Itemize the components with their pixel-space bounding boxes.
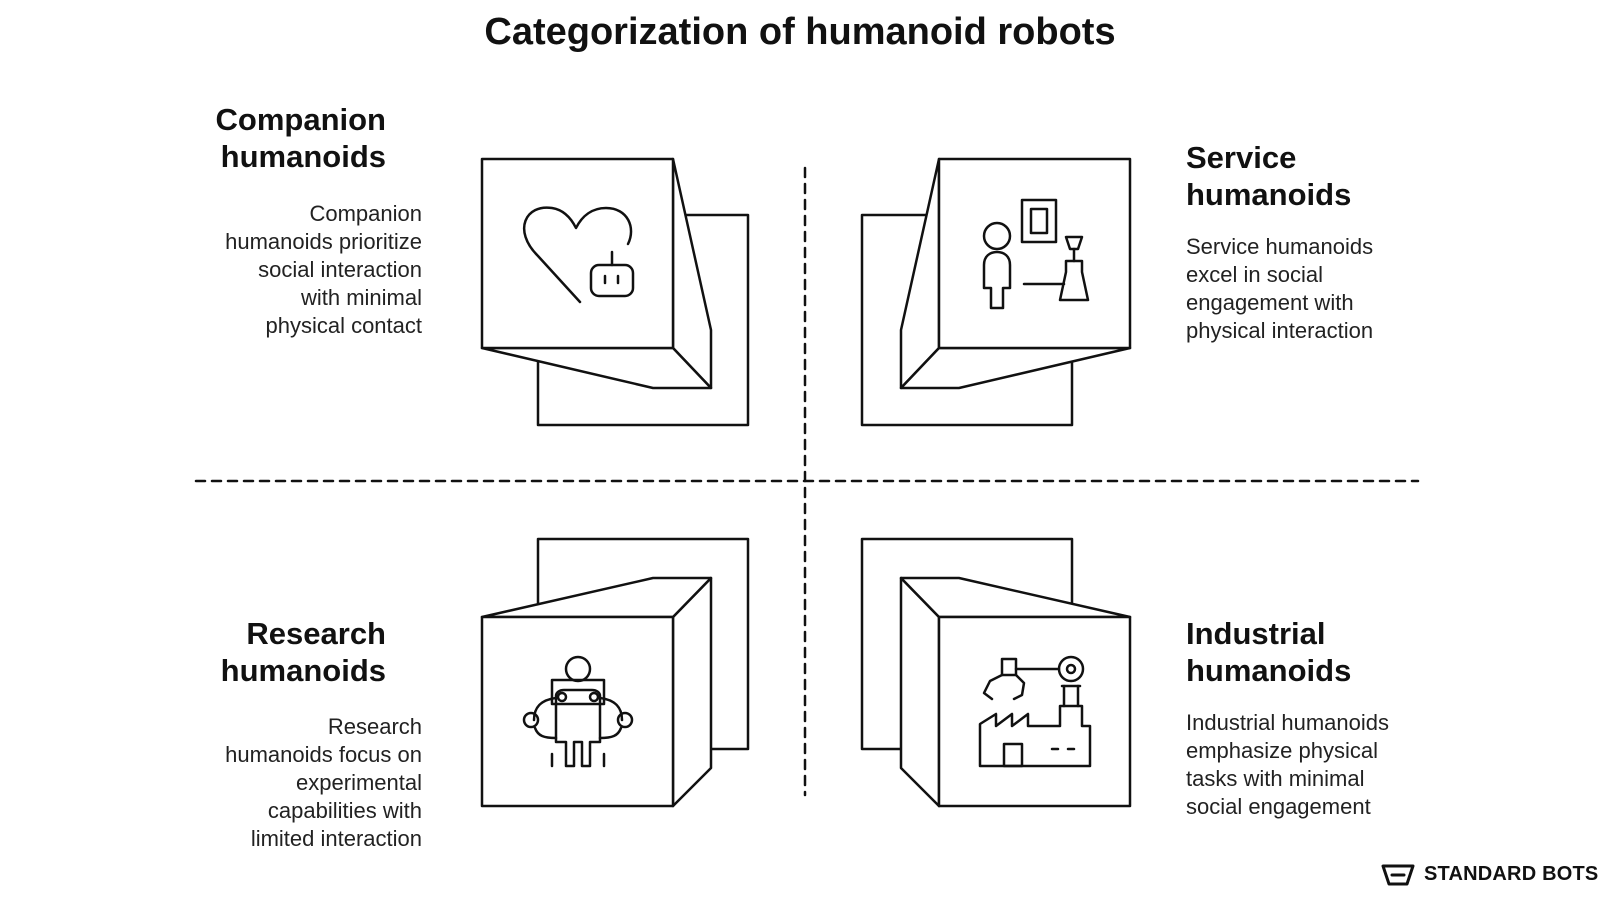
research-heading-line2: humanoids [220, 653, 386, 688]
heart-robot-icon [522, 206, 635, 304]
industrial-desc-line: Industrial humanoids [1186, 710, 1390, 735]
brand-logo: STANDARD BOTS [1380, 860, 1598, 888]
research-desc-line: Research [327, 714, 422, 739]
page-title: Categorization of humanoid robots [484, 11, 1116, 53]
companion-desc-line: Companion [309, 201, 422, 226]
companion-heading: Companion humanoids [150, 101, 387, 175]
industrial-description: Industrial humanoids emphasize physical … [1186, 709, 1486, 821]
service-description: Service humanoids excel in social engage… [1186, 233, 1486, 345]
factory-robot-arm-icon [978, 655, 1092, 768]
industrial-box [860, 537, 1132, 808]
service-heading: Service humanoids [1186, 139, 1486, 213]
service-heading-line1: Service [1186, 140, 1297, 175]
service-desc-line: excel in social [1186, 262, 1323, 287]
research-box [480, 537, 750, 808]
service-box [860, 157, 1132, 427]
research-desc-line: experimental [296, 770, 422, 795]
companion-desc-line: with minimal [300, 285, 422, 310]
service-desc-line: engagement with [1186, 290, 1354, 315]
industrial-heading-line1: Industrial [1186, 616, 1326, 651]
brand-name: STANDARD BOTS [1424, 862, 1599, 885]
companion-desc-line: humanoids prioritize [225, 229, 422, 254]
industrial-desc-line: emphasize physical [1186, 738, 1378, 763]
companion-box [480, 157, 750, 427]
service-desc-line: Service humanoids [1186, 234, 1374, 259]
research-heading: Research humanoids [150, 615, 386, 689]
companion-desc-line: social interaction [258, 257, 422, 282]
service-desc-line: physical interaction [1186, 318, 1374, 343]
industrial-desc-line: tasks with minimal [1186, 766, 1365, 791]
humanoid-sensors-icon [522, 655, 634, 768]
person-serving-icon [982, 198, 1090, 310]
research-heading-line1: Research [246, 616, 386, 651]
research-desc-line: limited interaction [250, 826, 422, 851]
service-heading-line2: humanoids [1186, 177, 1352, 212]
companion-heading-line2: humanoids [220, 139, 386, 174]
industrial-desc-line: social engagement [1186, 794, 1371, 819]
research-desc-line: capabilities with [267, 798, 422, 823]
research-desc-line: humanoids focus on [225, 742, 422, 767]
companion-description: Companion humanoids prioritize social in… [150, 200, 422, 340]
companion-desc-line: physical contact [265, 313, 422, 338]
research-description: Research humanoids focus on experimental… [150, 713, 422, 853]
standard-bots-logo-icon [1381, 864, 1415, 886]
industrial-heading: Industrial humanoids [1186, 615, 1486, 689]
industrial-heading-line2: humanoids [1186, 653, 1352, 688]
companion-heading-line1: Companion [215, 102, 387, 137]
